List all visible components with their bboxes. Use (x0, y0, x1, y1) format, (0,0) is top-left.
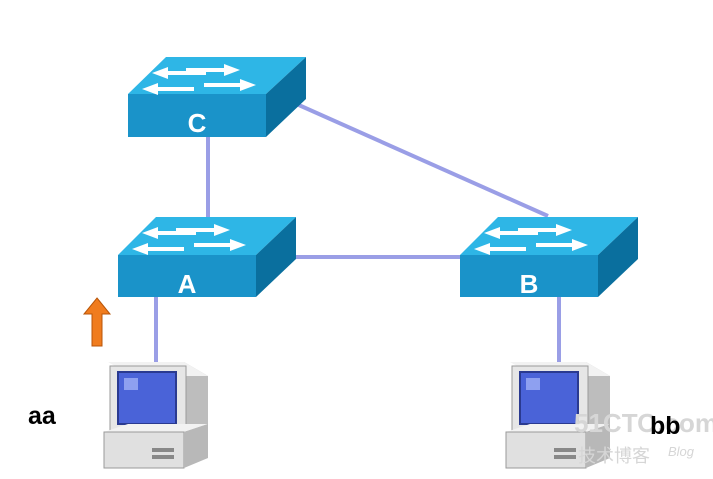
switch-label: A (178, 269, 197, 299)
switch-side (266, 57, 306, 137)
base-side (184, 424, 208, 468)
switch-arrows-icon (132, 224, 246, 255)
watermark-blog: Blog (668, 444, 695, 459)
switch-a[interactable]: A (118, 217, 296, 299)
switch-top (128, 57, 306, 94)
link-c-b (291, 100, 549, 218)
host-label-aa: aa (28, 402, 57, 430)
switch-front (118, 255, 256, 297)
base-top (104, 424, 208, 432)
monitor-side (184, 362, 208, 440)
host-label-bb: bb (650, 412, 681, 440)
switch-label: C (188, 108, 207, 138)
watermark: 51CTO.com 技术博客 Blog (574, 408, 713, 467)
screen-glare (526, 378, 540, 390)
drive-slot-icon (554, 455, 576, 459)
switch-b[interactable]: B (460, 217, 638, 299)
drive-slot-icon (152, 448, 174, 452)
watermark-main: 51CTO.com (574, 408, 713, 438)
switch-arrows-icon (474, 224, 588, 255)
switch-c[interactable]: C (128, 57, 306, 138)
switch-arrows-icon (142, 64, 256, 95)
computer-bb[interactable] (505, 362, 610, 469)
switch-label: B (520, 269, 539, 299)
drive-slot-icon (554, 448, 576, 452)
drive-slot-icon (152, 455, 174, 459)
monitor-side (586, 362, 610, 440)
switch-side (598, 217, 638, 297)
computer-aa[interactable] (103, 362, 208, 469)
links (154, 100, 561, 362)
switch-top (118, 217, 296, 255)
switch-side (256, 217, 296, 297)
screen-glare (124, 378, 138, 390)
switch-front (128, 94, 266, 137)
up-arrow-icon (82, 297, 112, 347)
base-top (506, 424, 610, 432)
switch-top (460, 217, 638, 255)
watermark-sub: 技术博客 (578, 446, 650, 467)
base-side (586, 424, 610, 468)
switch-front (460, 255, 598, 297)
